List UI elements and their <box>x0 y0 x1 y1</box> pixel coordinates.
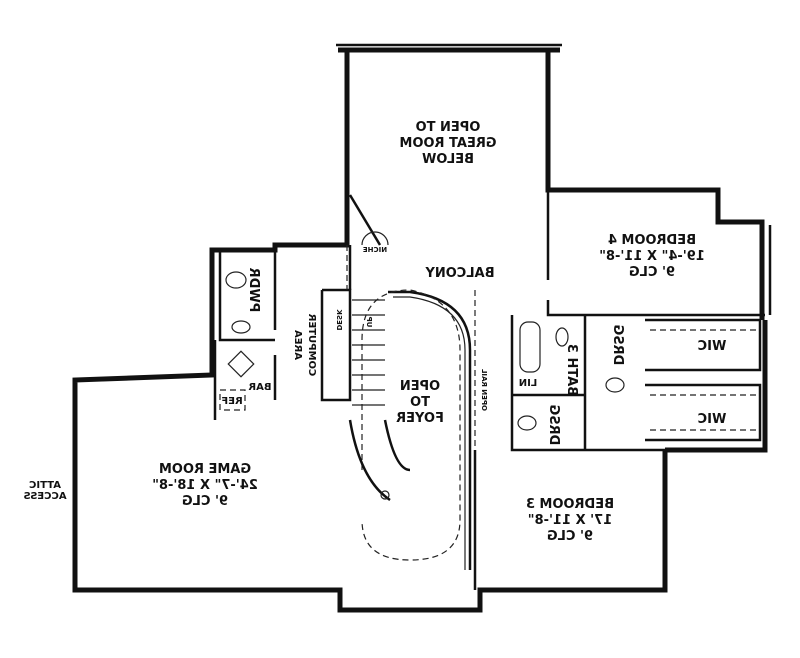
bath3-label: BATH 3 <box>564 344 579 396</box>
foyer-label-3: FOYER <box>396 411 444 426</box>
computer-area-label-2: AREA <box>292 330 303 360</box>
balcony-label: BALCONY <box>425 266 495 281</box>
exterior-walls <box>72 43 772 613</box>
attic-access-label-2: ACCESS <box>23 491 66 502</box>
computer-area-label-1: COMPUTER <box>306 313 317 376</box>
great-room-label-3: BELOW <box>422 152 474 167</box>
bedroom4-size: 19'-4" X 11'-8" <box>599 249 705 264</box>
open-rail-label: OPEN RAIL <box>480 368 488 411</box>
staircase <box>348 299 411 502</box>
great-room-label-2: GREAT ROOM <box>399 136 496 151</box>
interior-walls <box>213 190 765 590</box>
bedroom3-ceiling: 9' CLG <box>547 529 593 544</box>
lin-label: LIN <box>519 378 537 389</box>
wic-label-2: WIC <box>698 412 727 427</box>
drsg-label-2: DRSG <box>546 405 561 446</box>
attic-access-label-1: ATTIC <box>29 480 61 491</box>
open-rail <box>388 290 472 570</box>
bedroom3-label: BEDROOM 3 <box>526 497 614 512</box>
bedroom3-size: 17' X 11'-8" <box>528 513 612 528</box>
foyer-label-1: OPEN <box>400 379 440 394</box>
pwdr-label: PWDR <box>246 268 261 313</box>
foyer-label-2: TO <box>410 395 430 410</box>
drsg-label-1: DRSG <box>610 325 625 366</box>
desk-label: DESK <box>335 309 343 331</box>
game-room-ceiling: 9' CLG <box>182 494 228 509</box>
bedroom4-ceiling: 9' CLG <box>629 265 675 280</box>
wic-label-1: WIC <box>698 339 727 354</box>
niche-label: NICHE <box>363 246 387 254</box>
bedroom4-label: BEDROOM 4 <box>608 233 696 248</box>
bar-label: BAR <box>248 382 271 393</box>
fixtures <box>219 245 760 450</box>
game-room-size: 24'-7" X 18'-8" <box>152 478 258 493</box>
ref-label: REF <box>221 396 242 407</box>
game-room-label: GAME ROOM <box>159 462 251 477</box>
niche <box>361 231 389 246</box>
great-room-label-1: OPEN TO <box>416 120 481 135</box>
stair-up-label: UP <box>365 317 373 328</box>
